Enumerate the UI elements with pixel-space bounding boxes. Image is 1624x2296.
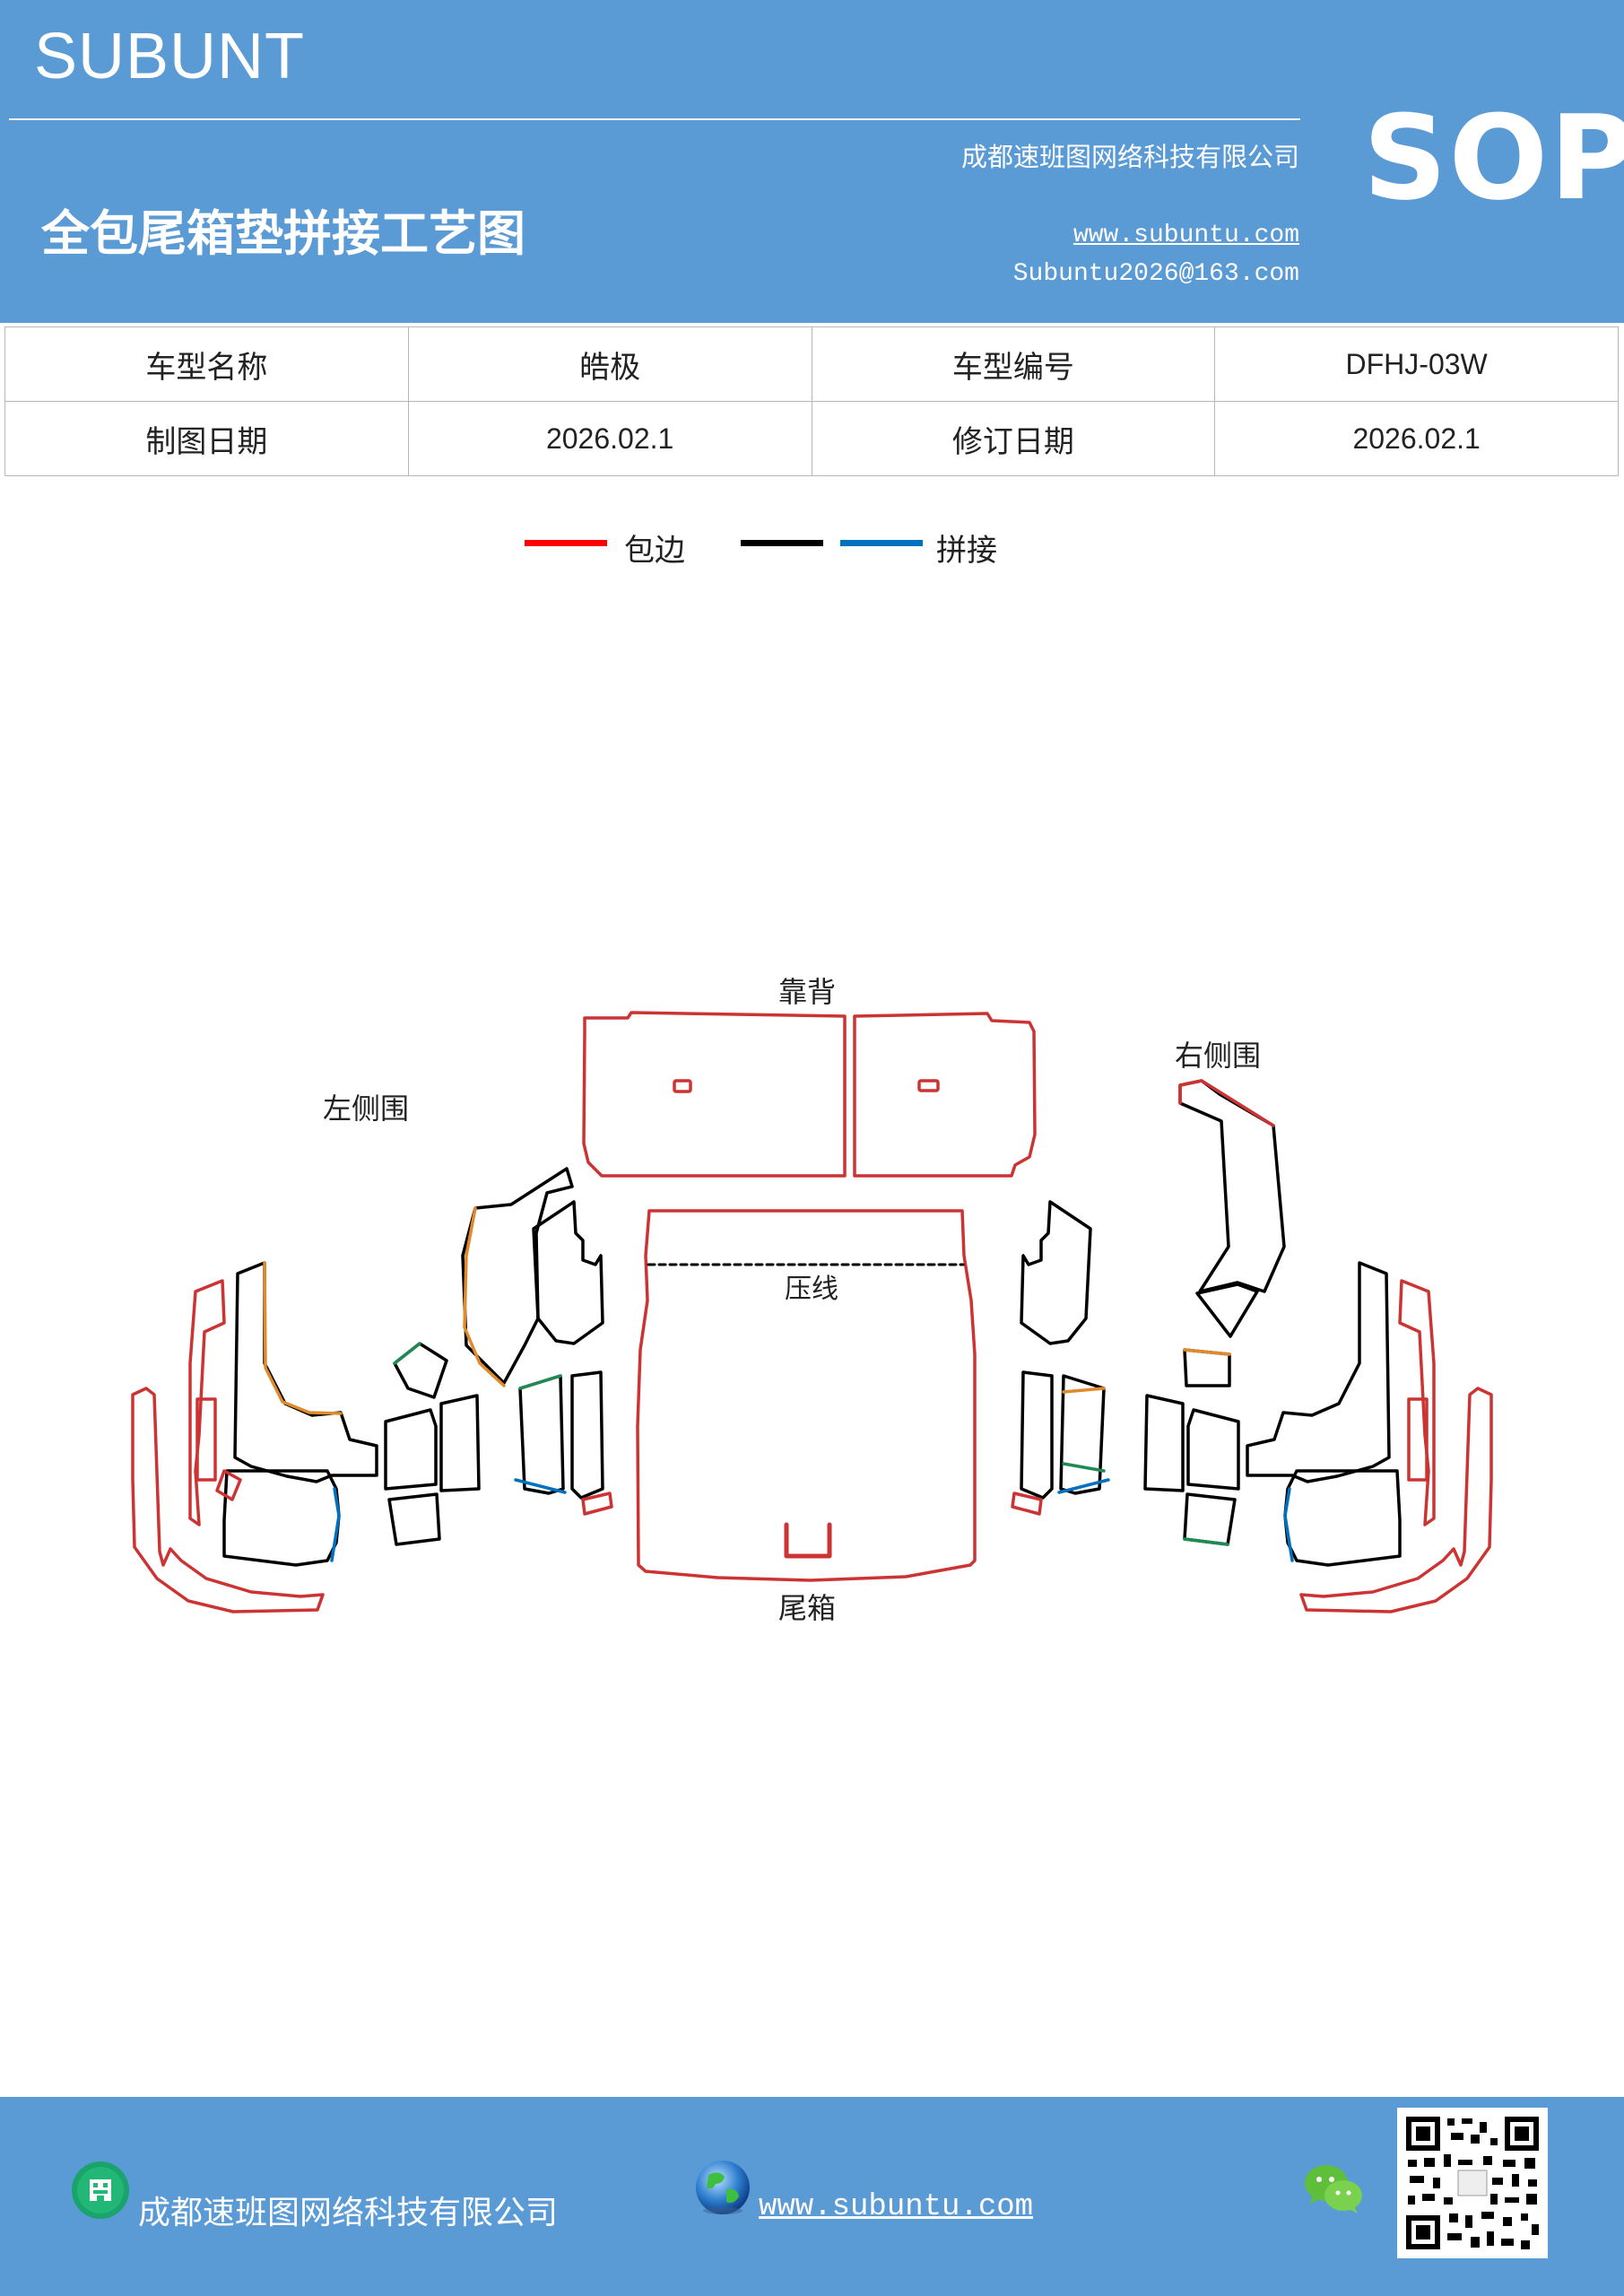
right-wall-fin xyxy=(1195,1283,1259,1338)
footer-company: 成都速班图网络科技有限公司 xyxy=(138,2195,559,2231)
info-table: 车型名称 皓极 车型编号 DFHJ-03W 制图日期 2026.02.1 修订日… xyxy=(4,326,1619,476)
backrest-right-slot xyxy=(917,1079,940,1092)
right-wall-strip-2 xyxy=(1020,1370,1054,1500)
left-wall-blue xyxy=(514,1478,567,1494)
right-wall-orange xyxy=(1062,1387,1106,1394)
left-panel-c xyxy=(195,1397,217,1482)
left-panel-b xyxy=(233,1261,378,1483)
trunk-floor-panel xyxy=(636,1209,977,1582)
right-panel-b xyxy=(1246,1261,1391,1483)
mat-layout-diagram: 靠背 左侧围 右侧围 压线 尾箱 xyxy=(131,975,1493,1625)
table-cell: 制图日期 xyxy=(4,401,409,476)
left-splice-blue xyxy=(330,1487,341,1562)
table-cell: DFHJ-03W xyxy=(1214,326,1619,402)
right-block-1 xyxy=(1186,1408,1240,1491)
right-panel-c xyxy=(1407,1397,1429,1482)
header-email: Subuntu2026@163.com xyxy=(1012,260,1299,288)
legend: 包边 拼接 xyxy=(0,520,1624,574)
footer-website-link[interactable]: www.subuntu.com xyxy=(759,2190,1034,2224)
table-cell: 车型名称 xyxy=(4,326,409,402)
left-block-1 xyxy=(384,1408,438,1491)
wechat-icon xyxy=(1305,2165,1362,2213)
trunk-handle xyxy=(784,1522,832,1559)
right-wall-green xyxy=(1062,1462,1106,1473)
building-icon xyxy=(72,2161,129,2219)
label-trunk: 尾箱 xyxy=(778,1591,836,1625)
header-website-link[interactable]: www.subuntu.com xyxy=(1073,222,1299,249)
label-crease: 压线 xyxy=(785,1274,838,1305)
right-wall-upper-red xyxy=(1178,1079,1275,1127)
right-wall-blue xyxy=(1057,1478,1110,1494)
left-block-2 xyxy=(439,1394,481,1492)
label-left-side: 左侧围 xyxy=(323,1091,409,1126)
left-block-3-green xyxy=(393,1342,421,1365)
left-wall-strip-1 xyxy=(518,1374,565,1495)
left-wall-tab xyxy=(581,1492,613,1516)
table-cell: 修订日期 xyxy=(811,401,1216,476)
table-cell: 2026.02.1 xyxy=(1214,401,1619,476)
sop-badge: SOP xyxy=(1363,90,1624,226)
left-outer-trim xyxy=(131,1387,325,1613)
table-row: 制图日期 2026.02.1 修订日期 2026.02.1 xyxy=(4,401,1619,476)
legend-label-binding: 包边 xyxy=(624,533,685,569)
label-backrest: 靠背 xyxy=(778,975,836,1009)
left-wall-upper-orange xyxy=(463,1206,506,1387)
left-wall-green xyxy=(518,1374,562,1390)
label-right-side: 右侧围 xyxy=(1175,1039,1261,1073)
qr-code[interactable] xyxy=(1397,2108,1548,2258)
backrest-right-panel xyxy=(853,1012,1037,1178)
left-wall-upper xyxy=(461,1167,574,1385)
company-name: 成都速班图网络科技有限公司 xyxy=(960,142,1299,172)
header-banner xyxy=(0,0,1624,323)
left-wall-inner xyxy=(532,1200,604,1345)
header-divider xyxy=(9,118,1300,120)
right-panel-a xyxy=(1398,1279,1436,1526)
right-splice-blue xyxy=(1283,1487,1294,1562)
right-block-4 xyxy=(1183,1492,1237,1546)
right-outer-trim xyxy=(1299,1387,1493,1613)
left-wall-strip-2 xyxy=(570,1370,604,1500)
table-cell: 2026.02.1 xyxy=(407,401,812,476)
left-small-red xyxy=(215,1469,242,1501)
right-block-4-green xyxy=(1183,1537,1229,1546)
right-block-2 xyxy=(1143,1394,1185,1492)
backrest-left-panel xyxy=(582,1011,847,1178)
legend-swatch-binding xyxy=(525,540,607,546)
right-wall-tab xyxy=(1011,1492,1043,1516)
brand-name: SUBUNT xyxy=(34,21,306,92)
table-cell: 皓极 xyxy=(407,326,812,402)
left-panel-d xyxy=(222,1469,341,1567)
globe-icon xyxy=(696,2161,750,2214)
left-panel-b-orange xyxy=(263,1261,343,1415)
right-block-3-orange xyxy=(1183,1348,1231,1356)
backrest-left-slot xyxy=(673,1079,692,1093)
left-block-3 xyxy=(393,1342,448,1399)
right-panel-d xyxy=(1283,1469,1402,1567)
table-cell: 车型编号 xyxy=(811,326,1216,402)
legend-swatch-black xyxy=(741,540,823,546)
document-title: 全包尾箱垫拼接工艺图 xyxy=(41,205,525,262)
table-row: 车型名称 皓极 车型编号 DFHJ-03W xyxy=(4,326,1619,402)
right-wall-inner xyxy=(1020,1200,1092,1345)
right-wall-strip-1 xyxy=(1059,1374,1106,1495)
legend-label-splice: 拼接 xyxy=(936,533,997,569)
left-block-4 xyxy=(387,1492,441,1546)
right-wall-upper xyxy=(1178,1079,1286,1293)
legend-swatch-splice xyxy=(840,540,923,546)
